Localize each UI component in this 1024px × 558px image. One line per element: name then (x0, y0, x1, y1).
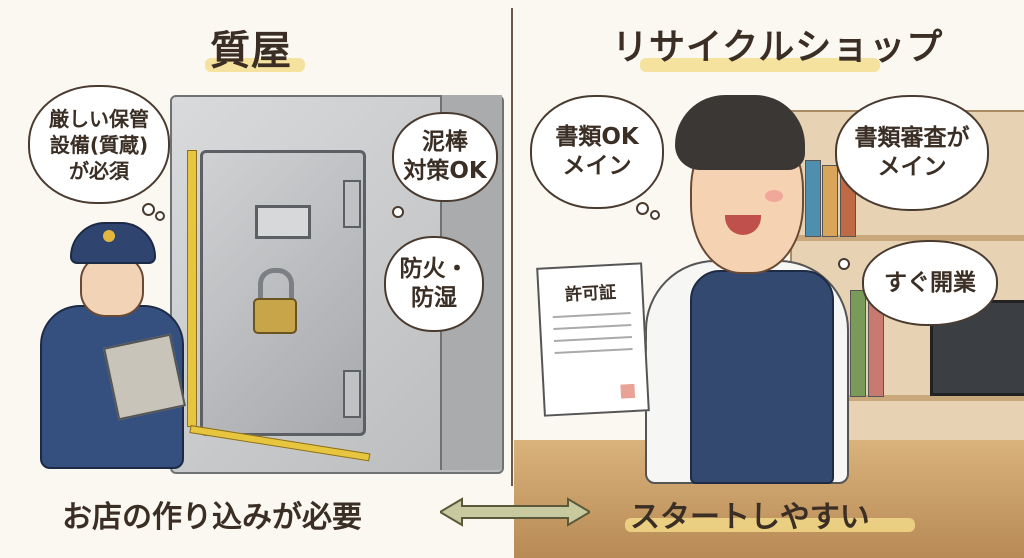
bubble-dot (838, 258, 850, 270)
padlock-icon (253, 298, 297, 334)
left-title: 質屋 (210, 28, 292, 74)
bubble-dot (155, 211, 165, 221)
permit-document: 許可証 (536, 262, 650, 417)
police-cap (70, 222, 156, 264)
right-title: リサイクルショップ (612, 27, 944, 68)
bubble-theft: 泥棒 対策OK (392, 112, 498, 202)
bubble-review: 書類審査が メイン (835, 95, 989, 211)
shopkeeper-mouth (725, 215, 761, 235)
text-line (554, 347, 633, 355)
shopkeeper-cheek (765, 190, 783, 202)
bubble-dot (636, 202, 649, 215)
hinge (343, 180, 361, 228)
shopkeeper-hair (675, 95, 805, 170)
book (850, 290, 866, 397)
shelf-board (790, 235, 1024, 241)
bubble-dot (650, 210, 660, 220)
right-caption: スタートしやすい (630, 500, 870, 535)
caption-highlight (625, 518, 915, 532)
vault-window (255, 205, 311, 239)
shelf-board (790, 395, 1024, 401)
bubble-fire: 防火・ 防湿 (384, 236, 484, 332)
book (822, 165, 838, 237)
bubble-storage: 厳しい保管 設備(質蔵) が必須 (28, 85, 170, 204)
panel-divider (511, 8, 513, 486)
text-line (552, 311, 631, 319)
measuring-tape (187, 150, 197, 427)
text-line (553, 323, 632, 331)
police-badge-icon (103, 230, 115, 242)
police-officer-face (80, 255, 144, 317)
text-line (553, 335, 632, 343)
permit-title: 許可証 (564, 282, 617, 306)
padlock-shackle (258, 268, 294, 307)
seal-stamp (620, 383, 636, 399)
bubble-dot (142, 203, 155, 216)
hinge (343, 370, 361, 418)
left-caption: お店の作り込みが必要 (62, 500, 362, 535)
bubble-documents: 書類OK メイン (530, 95, 664, 209)
clipboard (103, 333, 186, 421)
bubble-dot (392, 206, 404, 218)
title-highlight (205, 58, 305, 72)
double-arrow-icon (440, 497, 590, 527)
shopkeeper-vest (690, 270, 834, 484)
title-highlight (640, 58, 880, 72)
book (805, 160, 821, 237)
bubble-open-soon: すぐ開業 (862, 240, 998, 326)
